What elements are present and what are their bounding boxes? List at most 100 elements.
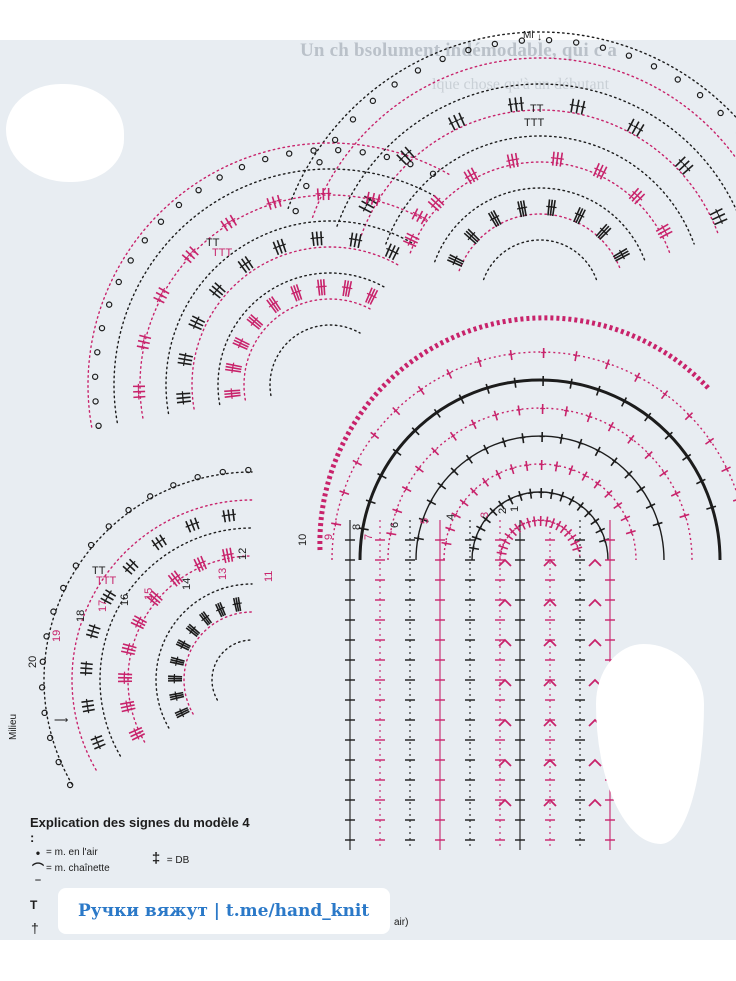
fan-mid-picot xyxy=(95,422,102,430)
fan-top-cluster xyxy=(709,207,728,226)
center-ring-stitch-bar xyxy=(517,494,523,497)
column-v-stitch xyxy=(498,678,512,687)
fan-low-cluster-bar xyxy=(230,513,236,516)
fan-low-picot xyxy=(72,562,80,569)
fan-mid-cluster-tick xyxy=(271,196,277,209)
fan-low-cluster-tick xyxy=(237,596,242,612)
fan-top-cluster-tick xyxy=(595,223,608,237)
center-ring-stitch-bar xyxy=(566,530,571,535)
column-v-stitch xyxy=(543,558,557,567)
center-ring-stitch-bar xyxy=(558,437,565,440)
column-v-stitch xyxy=(588,558,602,567)
row-number: 9 xyxy=(323,534,335,540)
center-ring-stitch-bar xyxy=(595,449,601,453)
fan-top-cluster-bar xyxy=(410,233,415,239)
center-ring-stitch xyxy=(581,471,588,481)
center-ring-stitch-bar xyxy=(639,486,644,492)
center-ring-stitch-bar xyxy=(495,472,501,476)
fan-low-cluster-tick xyxy=(198,613,209,626)
fan-mid-cluster-tick xyxy=(266,299,277,314)
fan-top-cluster-tick xyxy=(636,124,645,137)
fan-mid-cluster-tick xyxy=(244,255,254,269)
center-ring-stitch-bar xyxy=(498,502,504,507)
fan-mid-cluster-bar xyxy=(143,334,146,340)
row-number: 14 xyxy=(181,578,193,590)
fan-low-arc xyxy=(99,527,253,757)
fan-low-cluster xyxy=(151,534,167,551)
fan-top-cluster-tick xyxy=(681,164,694,175)
fan-low-cluster-tick xyxy=(125,562,136,572)
center-ring-stitch xyxy=(613,501,623,510)
fan-low-cluster xyxy=(221,508,236,523)
center-outer-band xyxy=(317,315,712,551)
fan-top-picot xyxy=(599,44,607,51)
fan-mid-cluster-tick xyxy=(176,396,191,400)
center-ring-stitch-bar xyxy=(520,436,526,439)
center-ring-stitch xyxy=(465,454,473,464)
center-ring-stitch-bar xyxy=(582,473,588,478)
fan-top-arc xyxy=(360,109,720,236)
fan-low-cluster xyxy=(122,558,139,575)
center-ring-stitch xyxy=(636,485,646,493)
center-ring-stitch-bar xyxy=(451,468,457,474)
fan-low-cluster-tick xyxy=(132,618,146,627)
fan-mid-picot xyxy=(310,147,317,154)
fan-top-cluster-tick xyxy=(597,225,610,239)
fan-low-cluster-tick xyxy=(82,708,95,713)
center-ring-stitch xyxy=(437,482,447,490)
fan-top-cluster-tick xyxy=(575,99,580,114)
center-ring-stitch xyxy=(610,457,618,467)
center-ring-stitch xyxy=(659,469,669,477)
center-ring-stitch xyxy=(469,487,479,496)
center-ring-stitch xyxy=(441,540,452,546)
fan-mid-cluster-bar xyxy=(226,220,231,225)
row-number: 16 xyxy=(119,594,131,606)
fan-mid-cluster-tick xyxy=(224,392,241,396)
fan-mid-cluster-tick xyxy=(225,365,242,371)
fan-mid-cluster-tick xyxy=(272,241,280,256)
fan-low-cluster-tick xyxy=(229,547,234,562)
fan-mid-cluster-bar xyxy=(141,344,144,350)
fan-low-cluster-tick xyxy=(151,590,163,601)
fan-low-cluster xyxy=(117,671,133,684)
center-ring-stitch xyxy=(624,470,633,479)
row-number: 15 xyxy=(143,588,155,600)
center-ring-stitch-bar xyxy=(710,504,713,511)
fan-low-cluster-bar xyxy=(236,602,242,605)
milieu-left-arrow: ⟶ xyxy=(54,715,68,726)
fan-mid-cluster xyxy=(266,296,282,314)
fan-mid-cluster-tick xyxy=(237,260,248,274)
center-ring-stitch xyxy=(508,527,517,537)
fan-mid-cluster xyxy=(290,284,303,302)
fan-low-cluster xyxy=(232,596,242,612)
fan-mid-cluster-tick xyxy=(214,282,226,293)
center-ring-stitch xyxy=(539,460,545,471)
center-ring xyxy=(415,435,665,561)
fan-mid-arc xyxy=(191,246,400,410)
center-ring-stitch xyxy=(528,488,534,499)
center-ring-stitch xyxy=(540,404,546,415)
center-ring-stitch xyxy=(411,427,420,436)
legend-tail-text: air) xyxy=(394,917,409,928)
center-ring-stitch xyxy=(644,412,652,422)
fan-mid-cluster-tick xyxy=(365,287,373,303)
fan-mid-picot xyxy=(383,153,391,161)
center-ring-stitch xyxy=(705,437,715,445)
fan-low-cluster-bar xyxy=(174,691,177,697)
center-ring-stitch xyxy=(331,521,342,527)
fan-top-cluster-bar xyxy=(365,201,369,207)
fan-top-cluster-tick xyxy=(520,96,523,111)
fan-mid-picot xyxy=(262,155,269,163)
center-ring-stitch-bar xyxy=(556,523,562,527)
fan-mid-cluster-bar xyxy=(240,338,244,344)
center-ring-stitch xyxy=(568,465,574,476)
fan-mid-cluster-tick xyxy=(220,220,229,232)
fan-low-cluster-bar xyxy=(108,590,112,596)
fan-low-cluster xyxy=(185,623,201,638)
center-ring-stitch-bar xyxy=(603,537,606,543)
center-ring-stitch xyxy=(524,460,530,471)
fan-mid-cluster xyxy=(232,336,250,350)
legend-dagger-symbol: † xyxy=(31,920,39,936)
center-ring-stitch-bar xyxy=(450,433,456,438)
column-v-stitch xyxy=(588,758,602,767)
